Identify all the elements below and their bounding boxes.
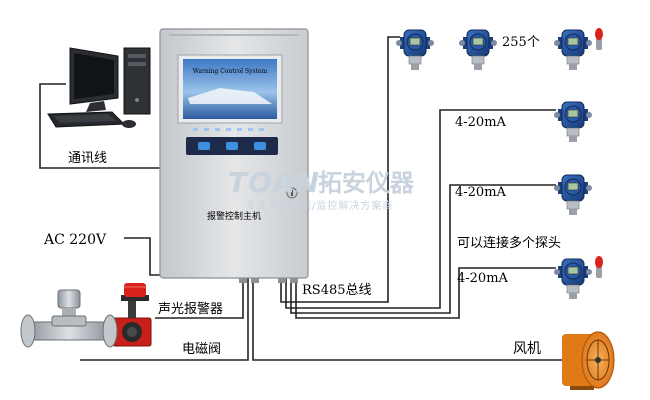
cable-gland xyxy=(251,278,259,283)
gas-detector-1 xyxy=(395,29,435,71)
beacon-icon xyxy=(595,256,603,278)
cable-gland xyxy=(278,278,286,283)
comm-wire xyxy=(39,83,160,169)
beacon-icon xyxy=(595,28,603,50)
back-button xyxy=(254,142,266,150)
status-led xyxy=(226,128,231,131)
gas-detector-5 xyxy=(553,174,593,216)
valve-wire xyxy=(80,278,249,361)
controller-screen xyxy=(183,59,277,119)
current-label-2: 4-20mA xyxy=(455,185,507,200)
bus-wire-2 xyxy=(285,109,556,309)
ac-power-label: AC 220V xyxy=(43,232,107,248)
multi-probe-label: 可以连接多个探头 xyxy=(457,235,561,251)
alarm-controller-unit: Warning Control System 报警控制主机 xyxy=(159,28,309,283)
pc-tower xyxy=(123,47,151,115)
bus-wire-4 xyxy=(295,267,556,319)
fan-label: 风机 xyxy=(513,341,541,357)
gas-detector-2 xyxy=(458,29,498,71)
keyboard xyxy=(47,111,136,128)
status-led xyxy=(215,128,220,131)
watermark-brand-cn: 拓安仪器 xyxy=(318,169,415,197)
sound-light-alarm xyxy=(112,283,152,347)
cable-gland xyxy=(290,278,298,283)
status-led xyxy=(193,128,198,131)
bus-wire-1 xyxy=(280,36,400,303)
solenoid-valve xyxy=(20,289,118,348)
comm-line-label: 通讯线 xyxy=(68,151,107,166)
fan-wire xyxy=(252,278,562,361)
status-led xyxy=(237,128,242,131)
alarm-label: 声光报警器 xyxy=(158,301,223,317)
status-led xyxy=(248,128,253,131)
current-label-3: 4-20mA xyxy=(457,271,509,286)
screen-title: Warning Control System xyxy=(193,68,268,75)
bus-wire-3 xyxy=(290,184,556,314)
gas-detector-4 xyxy=(553,101,593,143)
exhaust-fan xyxy=(562,331,615,390)
cable-gland xyxy=(239,278,247,283)
brand-watermark: TOAN 拓安仪器 专业气体检测/监控解决方案商 xyxy=(228,166,415,212)
gas-detector-6 xyxy=(553,258,593,300)
wiring xyxy=(39,36,562,361)
status-led xyxy=(259,128,264,131)
home-button xyxy=(226,142,238,150)
gas-detector-3 xyxy=(553,29,593,71)
alarm-wire xyxy=(155,278,244,319)
power-wire xyxy=(124,237,160,276)
computer xyxy=(47,47,151,128)
menu-button xyxy=(198,142,210,150)
controller-name: 报警控制主机 xyxy=(207,210,261,222)
count-label: 255个 xyxy=(502,35,540,50)
watermark-brand-latin: TOAN xyxy=(228,166,320,199)
current-label-1: 4-20mA xyxy=(455,115,507,130)
valve-label: 电磁阀 xyxy=(182,342,221,357)
status-led xyxy=(204,128,209,131)
watermark-slogan: 专业气体检测/监控解决方案商 xyxy=(246,199,393,212)
rs485-label: RS485总线 xyxy=(302,283,372,298)
monitor xyxy=(69,47,119,112)
